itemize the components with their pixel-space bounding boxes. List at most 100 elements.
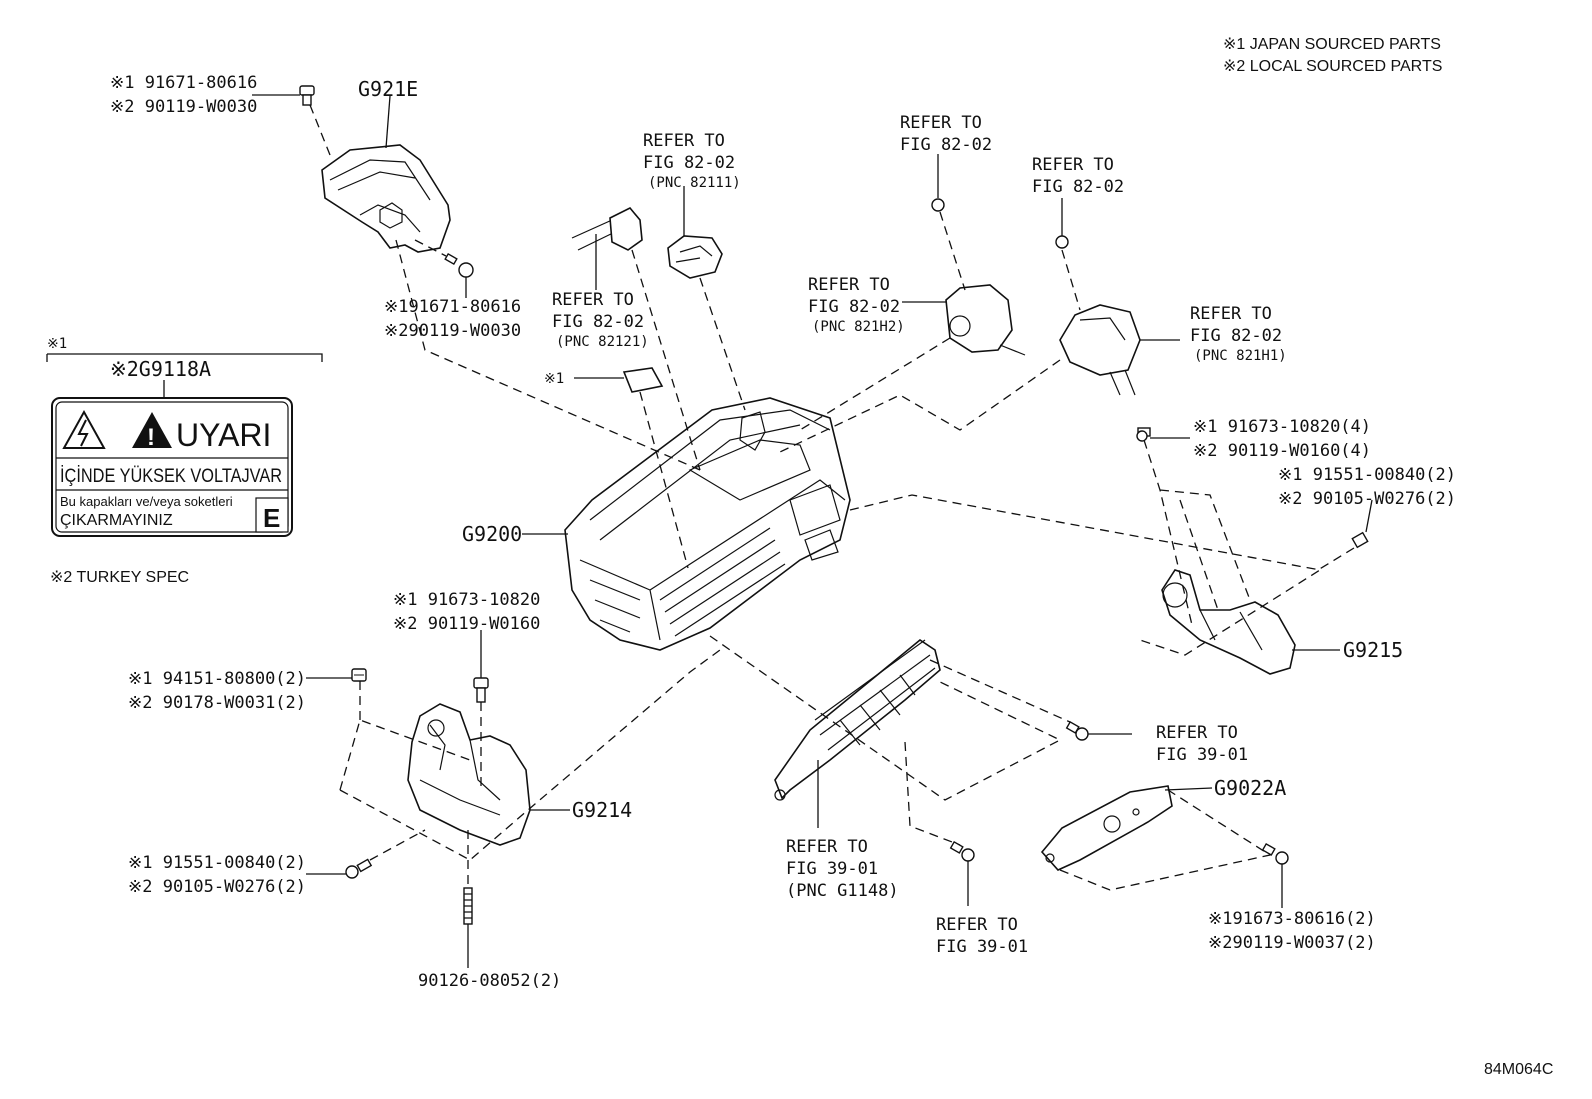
inverter-front-edges <box>579 479 846 641</box>
ref-821h2: REFER TO FIG 82-02 (PNC 821H2) <box>808 275 905 335</box>
bracket-g9214 <box>407 703 531 846</box>
ref-82111-l3: (PNC 82111) <box>648 175 741 191</box>
ref-82111: REFER TO FIG 82-02 (PNC 82111) <box>643 131 741 191</box>
callout-g9200: G9200 <box>462 522 522 546</box>
figure-code: 84M064C <box>1484 1061 1553 1078</box>
ref-g1148-l3: (PNC G1148) <box>786 881 899 901</box>
callout-g9022a: G9022A <box>1214 776 1286 800</box>
ref-82121-l1: REFER TO <box>552 290 634 310</box>
ref-g1148-l2: FIG 39-01 <box>786 859 878 879</box>
callout-g9215: G9215 <box>1343 638 1403 662</box>
plate-g9022a <box>1040 785 1173 871</box>
plate-body <box>1040 785 1173 871</box>
warning-line-3: ÇIKARMAYINIZ <box>60 512 173 529</box>
pn-top-bolt-2: ※2 90119-W0030 <box>110 97 257 117</box>
ref-3901-right-l1: REFER TO <box>1156 723 1238 743</box>
bolt-cover-side <box>444 252 474 278</box>
dash-plate <box>1059 789 1272 891</box>
legend: ※1 JAPAN SOURCED PARTS ※2 LOCAL SOURCED … <box>1223 36 1442 75</box>
cover-tab <box>379 202 403 229</box>
inverter-body <box>564 397 851 651</box>
warning-line-1: İÇİNDE YÜKSEK VOLTAJVAR <box>60 466 282 487</box>
turkey-spec-note: ※2 TURKEY SPEC <box>50 569 189 586</box>
ref-top2-l2: FIG 82-02 <box>1032 177 1124 197</box>
pn-right-bolt-b2: ※2 90105-W0276(2) <box>1278 489 1456 509</box>
callout-g9118a: ※2G9118A <box>110 357 211 381</box>
inverter-fins <box>659 527 786 637</box>
dash-821h1 <box>779 359 1061 453</box>
sensor-821h1-bolt <box>1055 235 1069 249</box>
cable-82121 <box>571 207 643 251</box>
dash-g9215-bolts <box>1143 439 1251 626</box>
ref-top2: REFER TO FIG 82-02 <box>1032 155 1124 197</box>
ref-821h2-l1: REFER TO <box>808 275 890 295</box>
dash-821h2-bolt <box>939 211 966 291</box>
ref-82121: REFER TO FIG 82-02 (PNC 82121) <box>552 290 649 350</box>
ref-top2-l1: REFER TO <box>1032 155 1114 175</box>
pn-left-bolt-2: ※2 90105-W0276(2) <box>128 877 306 897</box>
ref-3901-right: REFER TO FIG 39-01 <box>1156 723 1248 765</box>
bolt-right-a <box>1136 427 1151 442</box>
ref-3901-right-l2: FIG 39-01 <box>1156 745 1248 765</box>
ref-3901-g1148: REFER TO FIG 39-01 (PNC G1148) <box>786 837 899 901</box>
dash-left-bolt <box>369 829 426 861</box>
ref-82111-l1: REFER TO <box>643 131 725 151</box>
warning-label-group: ※1 ※2G9118A ! UYARI İÇİNDE YÜKSEK VOLTAJ… <box>46 336 323 537</box>
tray-body <box>774 639 941 800</box>
legend-local: ※2 LOCAL SOURCED PARTS <box>1223 58 1442 75</box>
ref-top: REFER TO FIG 82-02 <box>900 113 992 155</box>
inverter-end-detail <box>789 484 841 561</box>
pn-nut-2: ※2 90178-W0031(2) <box>128 693 306 713</box>
ref-3901-bottom: REFER TO FIG 39-01 <box>936 915 1028 957</box>
dash-821h1-bolt <box>1061 249 1081 311</box>
sensor-821h2-body <box>945 284 1013 353</box>
pn-right-bolt-a1: ※1 91673-10820(4) <box>1193 417 1371 437</box>
pn-top-bolt-1: ※1 91671-80616 <box>110 73 257 93</box>
star1-bracket-label: ※1 <box>47 336 67 352</box>
svg-text:!: ! <box>147 424 155 451</box>
dash-g9215-frame <box>849 494 1322 656</box>
legend-japan: ※1 JAPAN SOURCED PARTS <box>1223 36 1441 53</box>
sensor-821h1-body <box>1059 304 1141 376</box>
bolt-fig3901-bottom <box>949 840 975 862</box>
pn-right-bolt-b1: ※1 91551-00840(2) <box>1278 465 1456 485</box>
high-voltage-icon <box>62 409 106 449</box>
ref-3901-bottom-l1: REFER TO <box>936 915 1018 935</box>
ref-top-l1: REFER TO <box>900 113 982 133</box>
dash-right-bolt-b <box>1317 547 1355 571</box>
connector-82111-body <box>667 235 723 279</box>
dash-82121 <box>631 249 701 471</box>
inverter-side-detail <box>589 579 641 633</box>
ref-82121-l3: (PNC 82121) <box>556 334 649 350</box>
bolt-fig3901-right <box>1065 720 1089 741</box>
bolt-top-cover <box>299 85 315 106</box>
warning-label <box>51 397 293 537</box>
bolt-plate <box>1261 842 1289 865</box>
sensor-821h2-bolt <box>931 198 945 212</box>
leader-right-bolt-b <box>1365 499 1373 533</box>
ref-821h2-l2: FIG 82-02 <box>808 297 900 317</box>
cover-ribs <box>329 159 431 233</box>
dash-top-bolt <box>309 104 331 156</box>
bolt-left-lower <box>345 858 373 879</box>
nut-left <box>351 668 367 682</box>
cable-82121-wire <box>571 219 616 251</box>
pn-cover-bolt-2: ※290119-W0030 <box>384 321 521 341</box>
ref-821h2-l3: (PNC 821H2) <box>812 319 905 335</box>
ref-821h1: REFER TO FIG 82-02 (PNC 821H1) <box>1190 304 1287 364</box>
pn-plate-bolt-2: ※290119-W0037(2) <box>1208 933 1376 953</box>
sensor-821h2 <box>931 198 1026 356</box>
insulator-sheet <box>622 367 664 393</box>
callout-star1: ※1 <box>544 371 564 387</box>
dash-cover-bolt <box>414 239 447 257</box>
ref-82121-l2: FIG 82-02 <box>552 312 644 332</box>
tray-g1148 <box>774 639 941 801</box>
connector-82111 <box>667 235 723 279</box>
ref-g1148-l1: REFER TO <box>786 837 868 857</box>
leader-g9022a <box>1164 787 1213 791</box>
cover-body <box>321 144 451 253</box>
ref-821h1-l1: REFER TO <box>1190 304 1272 324</box>
inverter-top-edge <box>589 409 831 521</box>
ref-821h1-l3: (PNC 821H1) <box>1194 348 1287 364</box>
